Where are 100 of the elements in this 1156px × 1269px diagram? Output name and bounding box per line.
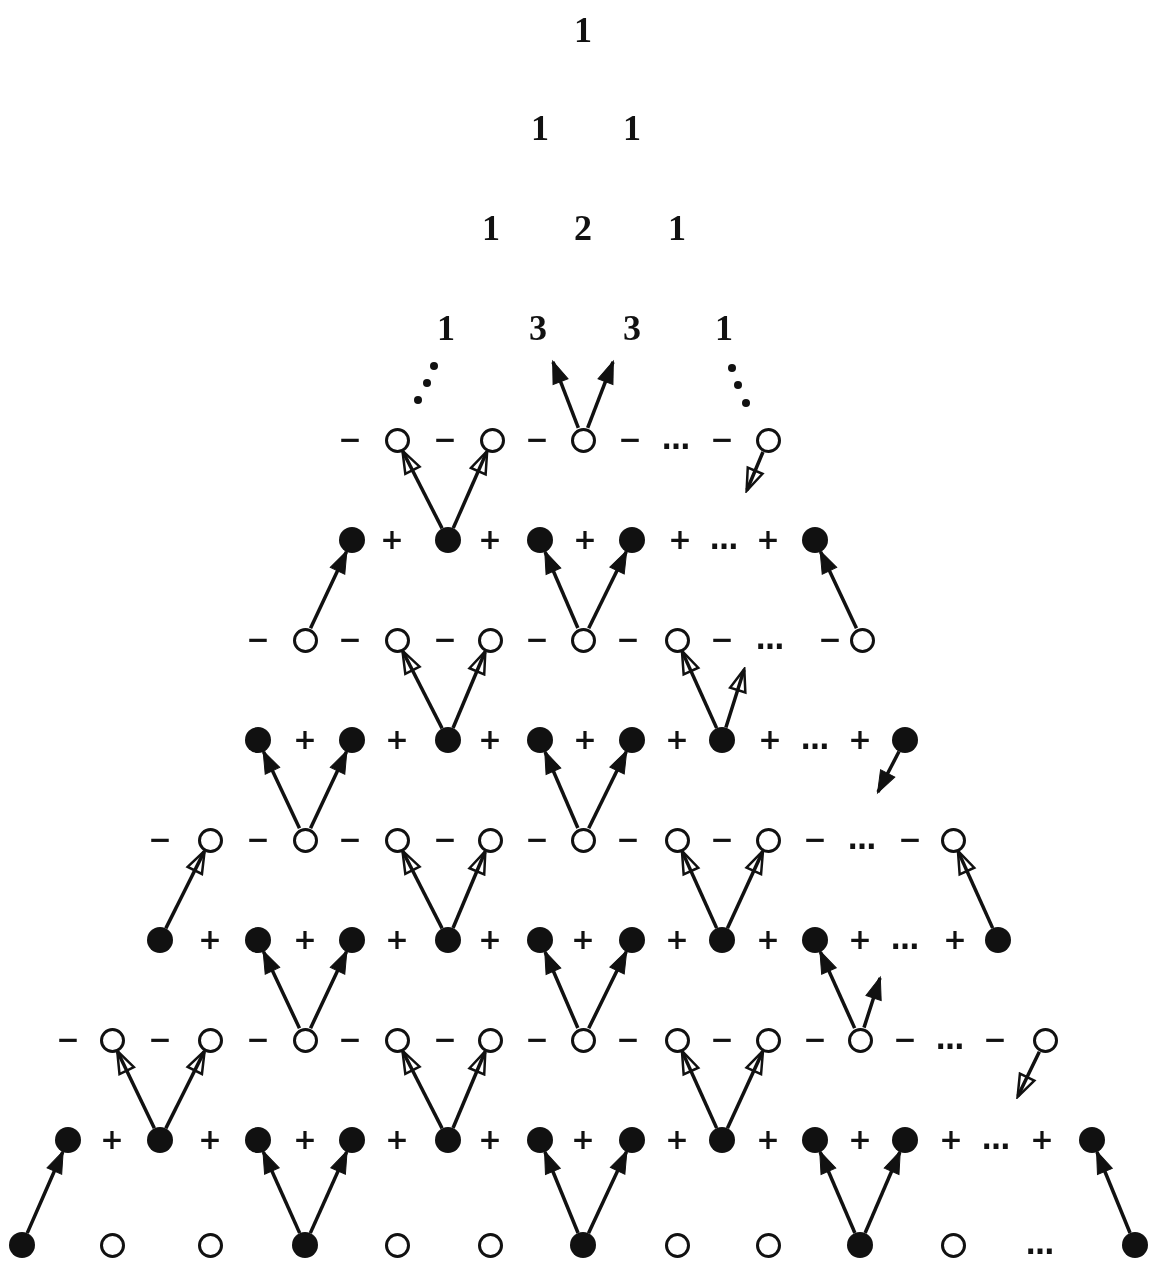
solid-dot xyxy=(527,527,553,553)
series-sign: − xyxy=(803,1026,827,1054)
hollow-dot xyxy=(384,427,410,453)
arrow xyxy=(551,360,580,429)
arrow xyxy=(725,849,765,929)
hollow-dot xyxy=(477,1232,503,1258)
arrow xyxy=(451,649,487,729)
arrow xyxy=(25,1150,65,1234)
arrow xyxy=(680,649,719,729)
arrow xyxy=(451,849,487,929)
series-sign: … xyxy=(662,426,690,454)
hollow-dot xyxy=(197,1027,223,1053)
arrow xyxy=(876,750,901,794)
solid-dot xyxy=(435,727,461,753)
series-sign: + xyxy=(478,526,502,554)
series-sign: − xyxy=(525,826,549,854)
arrow xyxy=(724,667,747,729)
arrow xyxy=(818,1150,857,1234)
arrow xyxy=(680,1049,719,1129)
series-sign: + xyxy=(385,926,409,954)
arrow xyxy=(261,950,302,1029)
pascal-number: 1 xyxy=(668,210,686,246)
hollow-dot xyxy=(479,427,505,453)
series-sign: − xyxy=(818,626,842,654)
solid-dot xyxy=(245,1127,271,1153)
arrow xyxy=(401,849,444,930)
series-sign: + xyxy=(848,726,872,754)
arrow xyxy=(543,950,580,1029)
arrow xyxy=(261,750,302,829)
series-sign: − xyxy=(148,826,172,854)
series-sign: − xyxy=(338,626,362,654)
series-sign: − xyxy=(616,626,640,654)
series-sign: + xyxy=(668,526,692,554)
solid-dot xyxy=(435,1127,461,1153)
series-sign: − xyxy=(898,826,922,854)
hollow-dot xyxy=(847,1027,873,1053)
arrow xyxy=(587,750,628,830)
series-sign: + xyxy=(939,1126,963,1154)
pascal-number: 1 xyxy=(623,110,641,146)
pascal-number: 1 xyxy=(437,310,455,346)
series-sign: + xyxy=(478,926,502,954)
series-sign: + xyxy=(571,1126,595,1154)
series-sign: − xyxy=(338,1026,362,1054)
pascal-number: 1 xyxy=(531,110,549,146)
solid-dot xyxy=(245,927,271,953)
series-sign: − xyxy=(525,626,549,654)
series-sign: … xyxy=(710,526,738,554)
solid-dot xyxy=(1079,1127,1105,1153)
series-sign: + xyxy=(198,1126,222,1154)
solid-dot xyxy=(619,727,645,753)
series-sign: − xyxy=(246,626,270,654)
hollow-dot xyxy=(292,627,318,653)
solid-dot xyxy=(9,1232,35,1258)
series-sign: + xyxy=(385,1126,409,1154)
series-sign: + xyxy=(573,726,597,754)
series-sign: − xyxy=(433,1026,457,1054)
series-sign: + xyxy=(848,926,872,954)
arrow xyxy=(862,976,882,1029)
solid-dot xyxy=(245,727,271,753)
series-sign: − xyxy=(618,426,642,454)
hollow-dot xyxy=(477,827,503,853)
series-sign: − xyxy=(246,826,270,854)
solid-dot xyxy=(892,727,918,753)
solid-dot xyxy=(147,927,173,953)
series-sign: + xyxy=(665,926,689,954)
solid-dot xyxy=(709,727,735,753)
series-sign: − xyxy=(710,826,734,854)
solid-dot xyxy=(709,1127,735,1153)
series-sign: + xyxy=(665,726,689,754)
solid-dot xyxy=(292,1232,318,1258)
hollow-dot xyxy=(570,627,596,653)
hollow-dot xyxy=(570,1027,596,1053)
solid-dot xyxy=(709,927,735,953)
series-sign: − xyxy=(983,1026,1007,1054)
arrow xyxy=(451,1049,487,1129)
series-sign: − xyxy=(148,1026,172,1054)
arrow xyxy=(586,360,615,429)
series-sign: − xyxy=(338,426,362,454)
hollow-dot xyxy=(664,1027,690,1053)
hollow-dot xyxy=(755,1027,781,1053)
hollow-dot xyxy=(99,1027,125,1053)
arrow xyxy=(818,950,857,1029)
arrow xyxy=(1095,1150,1132,1234)
series-sign: + xyxy=(756,1126,780,1154)
pascal-number: 3 xyxy=(529,310,547,346)
hollow-dot xyxy=(755,1232,781,1258)
series-sign: − xyxy=(710,626,734,654)
series-sign: … xyxy=(801,726,829,754)
series-sign: − xyxy=(616,826,640,854)
solid-dot xyxy=(619,527,645,553)
series-sign: + xyxy=(848,1126,872,1154)
solid-dot xyxy=(527,927,553,953)
series-sign: + xyxy=(756,526,780,554)
series-sign: … xyxy=(982,1126,1010,1154)
series-sign: … xyxy=(756,626,784,654)
arrow xyxy=(863,1150,902,1234)
series-sign: − xyxy=(246,1026,270,1054)
hollow-dot xyxy=(99,1232,125,1258)
arrow xyxy=(401,1049,444,1130)
arrow xyxy=(401,649,444,730)
